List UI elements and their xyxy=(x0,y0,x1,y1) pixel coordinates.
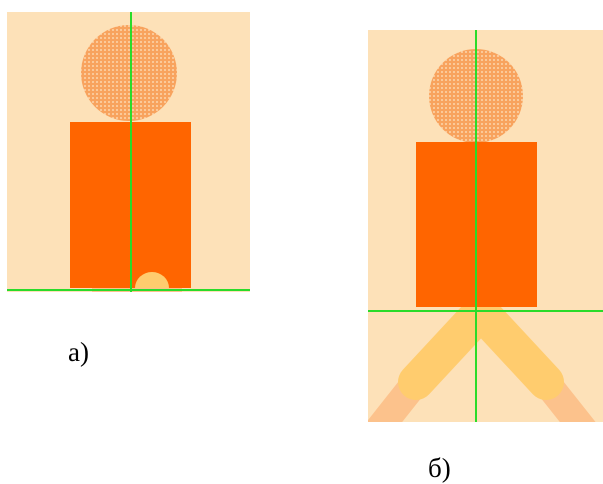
head-texture xyxy=(81,25,177,121)
stepping-figure-icon xyxy=(368,30,603,422)
caption-a: а) xyxy=(68,339,89,366)
panel-b xyxy=(368,30,603,422)
caption-b: б) xyxy=(428,455,451,482)
standing-figure-icon xyxy=(7,12,250,292)
panel-a xyxy=(7,12,250,292)
